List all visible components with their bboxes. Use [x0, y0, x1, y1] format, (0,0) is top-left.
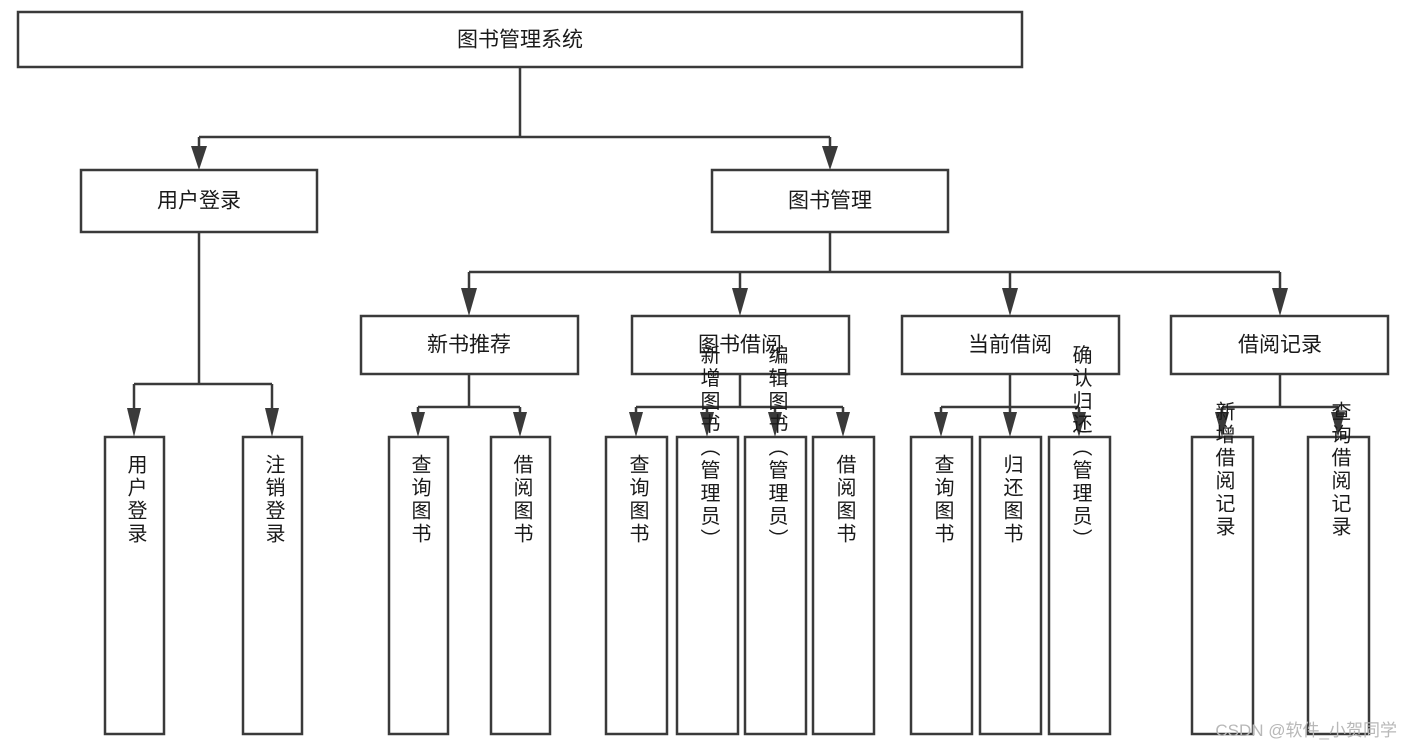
leaf-current-borrow-3-label: 确认归还（管理员）: [1069, 344, 1092, 551]
leaf-user-login-2-label: 注销登录: [262, 454, 285, 546]
leaf-borrow-record-2-label: 查询借阅记录: [1328, 401, 1351, 539]
node-current-borrow-box[interactable]: [900, 314, 1121, 376]
arrowhead-leaf-bb-4: [836, 412, 850, 437]
node-new-book-recommend-box[interactable]: [359, 314, 580, 376]
leaf-node[interactable]: 归还图书: [978, 435, 1043, 736]
node-current-borrow[interactable]: 当前借阅: [900, 314, 1121, 376]
leaf-node[interactable]: 借阅图书: [811, 435, 876, 736]
node-user-login-box[interactable]: [79, 168, 319, 234]
node-book-management-box[interactable]: [710, 168, 950, 234]
connector-group-book-borrow: [629, 374, 850, 437]
node-borrow-record[interactable]: 借阅记录: [1169, 314, 1390, 376]
node-book-borrow-label: 图书借阅: [698, 334, 782, 357]
arrowhead-leaf-cb-3: [1072, 412, 1086, 437]
arrowhead-current-borrow: [1002, 288, 1018, 316]
node-book-management-label: 图书管理: [788, 190, 872, 213]
leaf-node[interactable]: 查询借阅记录: [1306, 401, 1371, 736]
arrowhead-user-login: [191, 146, 207, 170]
leaf-current-borrow-3-box[interactable]: [1047, 435, 1112, 736]
node-borrow-record-label: 借阅记录: [1238, 334, 1322, 357]
node-root-label: 图书管理系统: [457, 29, 583, 52]
leaf-current-borrow-2-box[interactable]: [978, 435, 1043, 736]
leaf-current-borrow-2-label: 归还图书: [1000, 454, 1023, 546]
leaf-node[interactable]: 查询图书: [909, 435, 974, 736]
leaf-book-borrow-3-box[interactable]: [743, 435, 808, 736]
leaf-book-borrow-1-box[interactable]: [604, 435, 669, 736]
arrowhead-leaf-cb-1: [934, 412, 948, 437]
leaf-new-book-recommend-1-label: 查询图书: [408, 454, 431, 546]
leaf-user-login-1-box[interactable]: [103, 435, 166, 736]
arrowhead-leaf-bb-2: [700, 412, 714, 437]
leaf-node[interactable]: 用户登录: [103, 435, 166, 736]
leaf-new-book-recommend-1-box[interactable]: [387, 435, 450, 736]
leaf-book-borrow-2-label: 新增图书（管理员）: [697, 344, 720, 551]
leaf-user-login-2-box[interactable]: [241, 435, 304, 736]
leaf-node[interactable]: 确认归还（管理员）: [1047, 344, 1112, 736]
connector-group-root: [191, 68, 838, 170]
arrowhead-leaf-br-1: [1215, 412, 1229, 437]
arrowhead-leaf-nbr-2: [513, 412, 527, 437]
arrowhead-leaf-user-login-2: [265, 408, 279, 437]
connector-group-current-borrow: [934, 374, 1086, 437]
arrowhead-borrow-record: [1272, 288, 1288, 316]
leaf-current-borrow-1-label: 查询图书: [931, 454, 954, 546]
node-user-login[interactable]: 用户登录: [79, 168, 319, 234]
node-root-box[interactable]: [16, 10, 1024, 69]
arrowhead-leaf-user-login-1: [127, 408, 141, 437]
leaf-node[interactable]: 查询图书: [387, 435, 450, 736]
connector-group-book-mgmt: [461, 232, 1288, 316]
node-borrow-record-box[interactable]: [1169, 314, 1390, 376]
leaf-book-borrow-1-label: 查询图书: [626, 454, 649, 546]
leaf-node[interactable]: 编辑图书（管理员）: [743, 344, 808, 736]
leaf-node[interactable]: 借阅图书: [489, 435, 552, 736]
leaf-book-borrow-4-box[interactable]: [811, 435, 876, 736]
node-book-borrow[interactable]: 图书借阅: [630, 314, 851, 376]
leaf-node[interactable]: 查询图书: [604, 435, 669, 736]
arrowhead-book-mgmt: [822, 146, 838, 170]
connector-group-borrow-record: [1215, 374, 1345, 437]
connector-group-user-login: [127, 232, 279, 437]
arrowhead-leaf-bb-3: [768, 412, 782, 437]
arrowhead-book-borrow: [732, 288, 748, 316]
arrowhead-leaf-br-2: [1331, 412, 1345, 437]
leaf-book-borrow-4-label: 借阅图书: [833, 454, 856, 546]
node-book-borrow-box[interactable]: [630, 314, 851, 376]
node-new-book-recommend-label: 新书推荐: [427, 334, 511, 357]
arrowhead-new-book-recommend: [461, 288, 477, 316]
leaf-new-book-recommend-2-box[interactable]: [489, 435, 552, 736]
node-new-book-recommend[interactable]: 新书推荐: [359, 314, 580, 376]
arrowhead-leaf-nbr-1: [411, 412, 425, 437]
leaf-node[interactable]: 新增借阅记录: [1190, 401, 1255, 736]
leaf-new-book-recommend-2-label: 借阅图书: [510, 454, 533, 546]
node-current-borrow-label: 当前借阅: [968, 334, 1052, 357]
leaf-borrow-record-2-box[interactable]: [1306, 435, 1371, 736]
leaf-user-login-1-label: 用户登录: [124, 454, 147, 546]
node-book-management[interactable]: 图书管理: [710, 168, 950, 234]
leaf-node[interactable]: 新增图书（管理员）: [675, 344, 740, 736]
connector-group-new-book-recommend: [411, 374, 527, 437]
leaf-book-borrow-3-label: 编辑图书（管理员）: [765, 344, 788, 551]
leaf-borrow-record-1-label: 新增借阅记录: [1212, 401, 1235, 539]
arrowhead-leaf-bb-1: [629, 412, 643, 437]
leaf-current-borrow-1-box[interactable]: [909, 435, 974, 736]
leaf-borrow-record-1-box[interactable]: [1190, 435, 1255, 736]
leaf-node[interactable]: 注销登录: [241, 435, 304, 736]
arrowhead-leaf-cb-2: [1003, 412, 1017, 437]
node-user-login-label: 用户登录: [157, 190, 241, 213]
leaf-book-borrow-2-box[interactable]: [675, 435, 740, 736]
node-root[interactable]: 图书管理系统: [16, 10, 1024, 69]
